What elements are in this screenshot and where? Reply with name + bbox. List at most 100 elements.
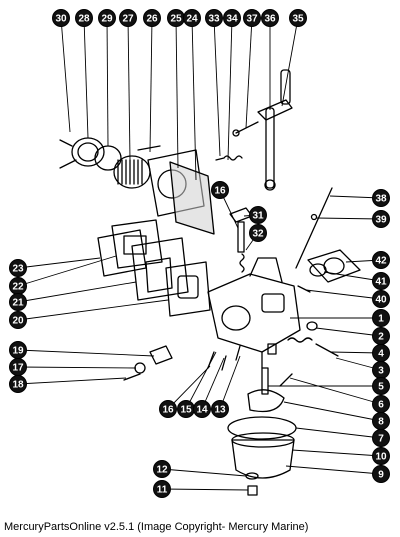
carburetor-body	[207, 273, 301, 353]
drain-plug	[247, 485, 258, 496]
strainer-bowl	[71, 137, 105, 167]
screw-37	[235, 121, 259, 134]
screw-3	[315, 343, 339, 357]
callout-badge	[211, 181, 229, 199]
callout-badge	[153, 480, 171, 498]
callout-number: 16	[162, 405, 174, 416]
leader-line	[283, 401, 382, 422]
inlet-needle	[237, 221, 245, 253]
nozzle-5	[261, 367, 269, 395]
callout-number: 36	[264, 14, 276, 25]
leader-line	[17, 377, 127, 385]
callout-number: 13	[214, 405, 226, 416]
callout-number: 39	[375, 215, 387, 226]
callout-badge	[143, 9, 161, 27]
leader-line	[285, 465, 382, 475]
screw-40	[297, 285, 311, 293]
callout-number: 16	[214, 186, 226, 197]
leader-line	[17, 281, 137, 303]
callout-badge	[372, 251, 390, 269]
callout-badge	[98, 9, 116, 27]
callout-number: 7	[378, 434, 384, 445]
leader-line	[305, 289, 382, 300]
float-bowl	[231, 439, 295, 479]
mesh-gasket	[169, 161, 215, 235]
callout-number: 22	[12, 282, 24, 293]
leader-line	[17, 299, 169, 321]
callout-badge	[9, 311, 27, 329]
leader-line	[185, 351, 217, 410]
callout-badge	[223, 9, 241, 27]
callout-badge	[372, 272, 390, 290]
screw-30	[59, 139, 73, 147]
leader-line	[161, 468, 247, 477]
callout-badge	[75, 9, 93, 27]
leader-line	[17, 366, 137, 369]
strainer-gasket	[94, 145, 122, 171]
gasket-22	[111, 219, 163, 269]
leader-line	[127, 17, 131, 161]
callout-number: 9	[378, 470, 384, 481]
screw-18	[123, 373, 141, 381]
callout-badge	[372, 309, 390, 327]
callout-badge	[9, 375, 27, 393]
callout-badge	[372, 290, 390, 308]
callout-badge	[243, 9, 261, 27]
venturi	[221, 305, 251, 331]
callout-number: 2	[378, 332, 384, 343]
washer-17	[134, 362, 146, 374]
callout-number: 10	[375, 452, 387, 463]
leader-line	[17, 255, 117, 287]
leader-line	[227, 17, 233, 161]
callout-number: 3	[378, 366, 384, 377]
leader-line	[201, 357, 225, 410]
leader-line	[323, 271, 382, 282]
callout-badge	[261, 9, 279, 27]
callout-number: 34	[226, 14, 238, 25]
callout-badge	[205, 9, 223, 27]
gasket-20	[165, 261, 211, 317]
callout-badge	[119, 9, 137, 27]
leader-line	[83, 17, 89, 139]
callout-badge	[249, 224, 267, 242]
leader-line	[291, 449, 382, 457]
callout-number: 27	[122, 14, 134, 25]
callout-number: 24	[186, 14, 198, 25]
jets	[207, 351, 227, 371]
callout-number: 21	[12, 298, 24, 309]
leader-line	[315, 217, 382, 220]
callout-number: 12	[156, 465, 168, 476]
leader-line	[60, 17, 71, 133]
leader-line	[213, 17, 221, 157]
callout-number: 5	[378, 382, 384, 393]
callout-badge	[289, 9, 307, 27]
callout-badge	[372, 377, 390, 395]
needle-6	[279, 373, 293, 387]
leader-line	[315, 327, 382, 337]
callout-number: 14	[196, 405, 208, 416]
float-8	[247, 389, 285, 413]
callout-number: 6	[378, 400, 384, 411]
spring-4	[287, 337, 313, 343]
callout-number: 32	[252, 229, 264, 240]
callout-number: 17	[12, 363, 24, 374]
callout-number: 40	[375, 295, 387, 306]
leader-lines	[17, 17, 382, 491]
leader-line	[149, 17, 153, 153]
spring-32	[239, 253, 245, 273]
callout-number: 42	[375, 256, 387, 267]
gasket-23	[97, 229, 147, 277]
callout-number: 19	[12, 346, 24, 357]
callout-badge	[372, 447, 390, 465]
callout-badge	[52, 9, 70, 27]
callout-badge	[211, 400, 229, 418]
gasket-41	[309, 263, 327, 277]
leader-line	[106, 17, 109, 147]
callout-badge	[183, 9, 201, 27]
callout-number: 4	[378, 349, 384, 360]
callout-number: 35	[292, 14, 304, 25]
callout-badge	[372, 429, 390, 447]
carburetor-parts-drawing	[59, 69, 361, 496]
leader-line	[167, 365, 211, 410]
